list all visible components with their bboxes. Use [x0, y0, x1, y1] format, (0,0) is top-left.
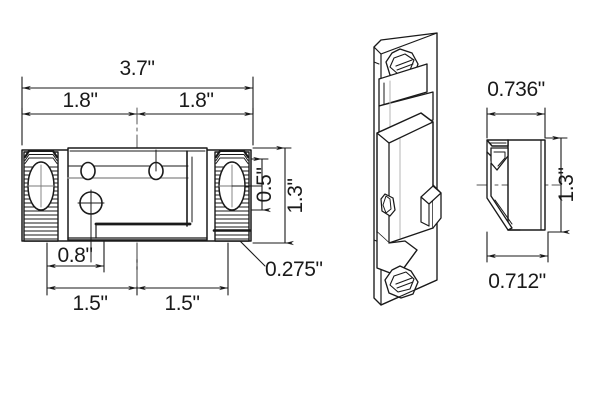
dim-lip-thickness: 0.275"	[265, 258, 323, 281]
dim-half-length-right: 1.8"	[178, 89, 213, 112]
dim-side-depth-top: 0.736"	[487, 78, 545, 101]
isometric-view-geometry	[373, 32, 442, 306]
dim-edge-to-hole: 0.8"	[57, 244, 92, 267]
center-face-plate	[67, 147, 208, 241]
side-view-geometry	[486, 139, 546, 231]
dim-hole-spacing-left: 1.5"	[72, 292, 107, 315]
dim-side-height: 1.3"	[555, 167, 578, 202]
dim-slot-height: 0.5"	[253, 167, 276, 202]
dim-hole-spacing-right: 1.5"	[164, 292, 199, 315]
dim-half-length-left: 1.8"	[62, 89, 97, 112]
left-block-oval-slot	[26, 161, 56, 211]
hole-leader-lines	[90, 149, 157, 263]
front-view-dimensions	[21, 76, 294, 296]
dim-overall-length: 3.7"	[119, 57, 154, 80]
dim-side-depth-bottom: 0.712"	[488, 270, 546, 293]
dim-overall-height: 1.3"	[284, 178, 307, 213]
side-view-dimensions	[486, 107, 570, 263]
